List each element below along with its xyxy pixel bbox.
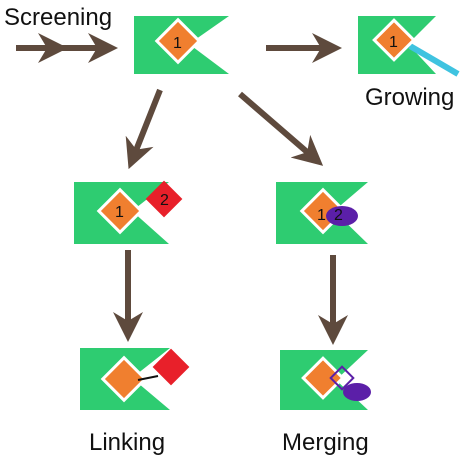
diamond-fragment-icon	[152, 348, 190, 386]
diamond-fragment-icon	[154, 17, 202, 65]
merging-intermediate-complex: 1 2	[276, 182, 368, 244]
arrow-to-merging-icon	[238, 91, 324, 166]
arrow-to-linking-icon	[125, 88, 163, 170]
diamond-fragment-icon	[301, 356, 345, 400]
ellipse-fragment-icon	[326, 206, 358, 226]
growing-label: Growing	[365, 84, 454, 111]
fragment-one-number: 1	[173, 35, 182, 52]
fragment-two-number: 2	[334, 207, 343, 224]
fragment-one-number: 1	[317, 207, 326, 224]
linking-final-complex	[80, 348, 190, 410]
linking-intermediate-complex: 1 2	[74, 180, 183, 244]
linker	[137, 375, 159, 381]
fragment-one-number: 1	[115, 204, 124, 221]
screening-label: Screening	[4, 4, 112, 31]
merging-label: Merging	[282, 429, 369, 456]
ellipse-fragment-icon	[343, 383, 371, 401]
diamond-fragment-icon	[372, 18, 416, 62]
screening-complex: 1	[134, 16, 229, 74]
diamond-fragment-icon	[96, 187, 144, 235]
fragment-two-number: 2	[160, 192, 169, 209]
merging-final-complex	[280, 350, 371, 410]
growing-complex: 1	[358, 16, 460, 77]
linking-label: Linking	[89, 429, 165, 456]
diamond-fragment-icon	[100, 355, 148, 403]
merged-fragment-outline	[329, 365, 355, 391]
growth-extension	[408, 43, 460, 77]
fragment-one-number: 1	[389, 34, 398, 51]
diamond-fragment-icon	[145, 180, 183, 218]
